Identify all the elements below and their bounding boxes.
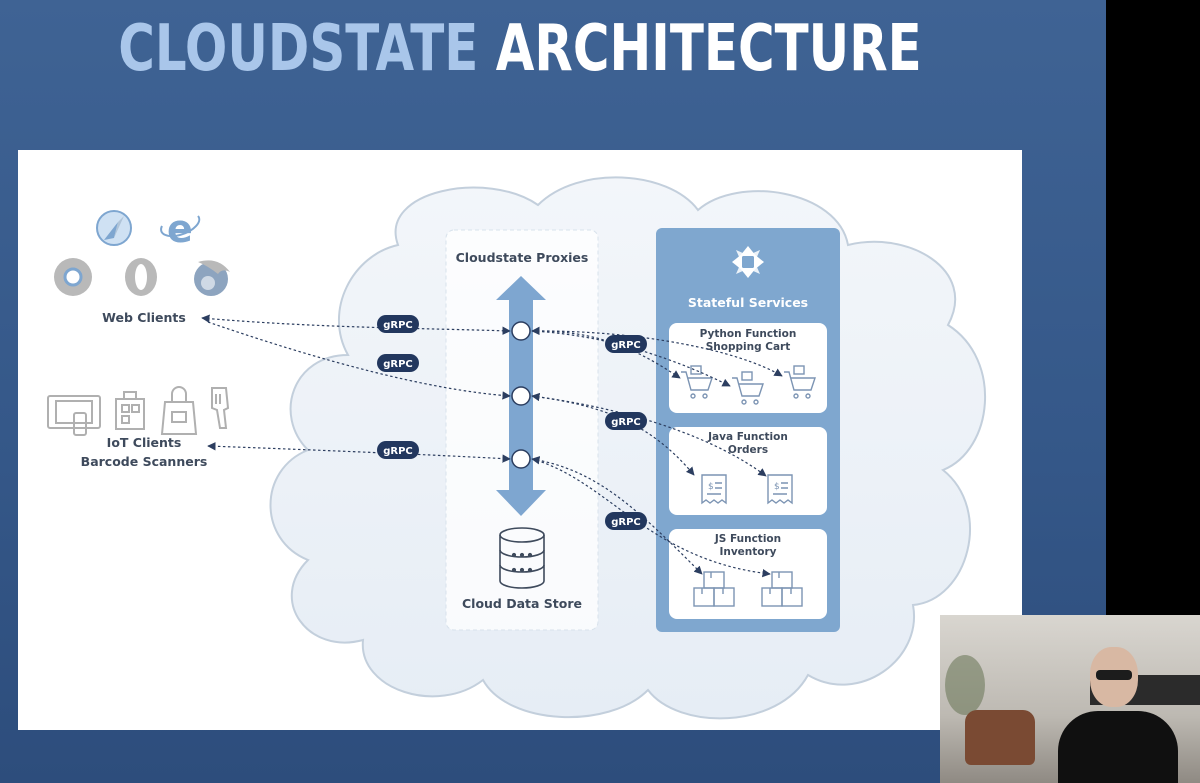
svg-text:$: $ bbox=[708, 482, 714, 492]
grpc-badge: gRPC bbox=[377, 354, 419, 372]
iot-label-line2: Barcode Scanners bbox=[81, 454, 208, 469]
inventory-box-icons bbox=[693, 571, 803, 607]
safari-icon bbox=[96, 210, 132, 246]
chair bbox=[965, 710, 1035, 765]
grpc-badge: gRPC bbox=[605, 412, 647, 430]
proxy3-to-box1-line bbox=[531, 456, 703, 575]
java-label-line2: Orders bbox=[728, 444, 768, 456]
js-label-line1: JS Function bbox=[714, 533, 781, 545]
java-label-line1: Java Function bbox=[707, 431, 788, 443]
grpc-badge: gRPC bbox=[605, 335, 647, 353]
presenter-body bbox=[1058, 711, 1178, 783]
receipt-icon: $ bbox=[767, 474, 793, 505]
grpc-badge-label: gRPC bbox=[611, 417, 641, 428]
presenter-glasses bbox=[1096, 670, 1132, 680]
store-label: Cloud Data Store bbox=[462, 596, 582, 611]
web-to-proxy2-line bbox=[207, 321, 511, 400]
shopping-bag-icon bbox=[160, 386, 198, 435]
barcode-scanner-icon bbox=[211, 387, 230, 429]
iot-to-proxy3-line bbox=[207, 442, 511, 463]
grpc-badge: gRPC bbox=[605, 512, 647, 530]
internet-explorer-icon: e bbox=[160, 207, 201, 251]
firefox-icon bbox=[194, 260, 230, 296]
grpc-badge-label: gRPC bbox=[611, 340, 641, 351]
iot-label-line1: IoT Clients bbox=[107, 435, 182, 450]
proxy2-to-receipt2-line bbox=[531, 395, 767, 477]
grpc-badge-label: gRPC bbox=[383, 446, 413, 457]
java-service-box bbox=[669, 427, 827, 515]
js-label-line2: Inventory bbox=[719, 546, 776, 558]
inventory-box-icon bbox=[693, 571, 735, 607]
cart-icon bbox=[784, 365, 816, 399]
title-part1: CLOUDSTATE bbox=[118, 12, 479, 86]
proxy3-to-box2-line bbox=[531, 458, 771, 578]
inventory-box-icon bbox=[761, 571, 803, 607]
web-clients-label: Web Clients bbox=[102, 310, 186, 325]
web-browser-icons: e bbox=[54, 207, 230, 296]
webcam-overlay bbox=[940, 615, 1200, 783]
proxy-node-1 bbox=[511, 321, 531, 341]
cloudstate-logo-icon bbox=[732, 246, 764, 278]
order-receipt-icons: $ $ bbox=[701, 474, 793, 505]
receipt-icon: $ bbox=[701, 474, 727, 505]
chrome-icon bbox=[54, 258, 92, 296]
svg-text:e: e bbox=[167, 207, 193, 251]
architecture-diagram: Cloudstate Proxies Cloud Data Store bbox=[47, 176, 987, 720]
grpc-badge-label: gRPC bbox=[383, 359, 413, 370]
services-title: Stateful Services bbox=[688, 295, 808, 310]
opera-icon bbox=[125, 258, 157, 296]
pos-terminal-icon bbox=[47, 395, 101, 436]
proxy-node-3 bbox=[511, 449, 531, 469]
svg-text:$: $ bbox=[774, 482, 780, 492]
proxies-title: Cloudstate Proxies bbox=[456, 250, 589, 265]
python-label-line1: Python Function bbox=[700, 328, 797, 340]
diagram-panel: Cloudstate Proxies Cloud Data Store bbox=[18, 150, 1022, 730]
web-to-proxy1-line bbox=[201, 314, 511, 335]
grpc-badge: gRPC bbox=[377, 441, 419, 459]
proxy1-to-cart3-line bbox=[531, 330, 783, 377]
cart-icon bbox=[732, 371, 764, 405]
js-service-box bbox=[669, 529, 827, 619]
grpc-badge: gRPC bbox=[377, 315, 419, 333]
grpc-badge-label: gRPC bbox=[383, 320, 413, 331]
proxy-node-2 bbox=[511, 386, 531, 406]
slide-title: CLOUDSTATE ARCHITECTURE bbox=[114, 4, 925, 94]
qr-badge-icon bbox=[115, 391, 145, 430]
python-label-line2: Shopping Cart bbox=[706, 341, 791, 353]
plant bbox=[945, 655, 985, 715]
iot-device-icons bbox=[47, 386, 230, 436]
title-part2: ARCHITECTURE bbox=[495, 12, 922, 86]
slide-background: CLOUDSTATE ARCHITECTURE Cloudstate Proxi… bbox=[0, 0, 1106, 783]
grpc-badge-label: gRPC bbox=[611, 517, 641, 528]
